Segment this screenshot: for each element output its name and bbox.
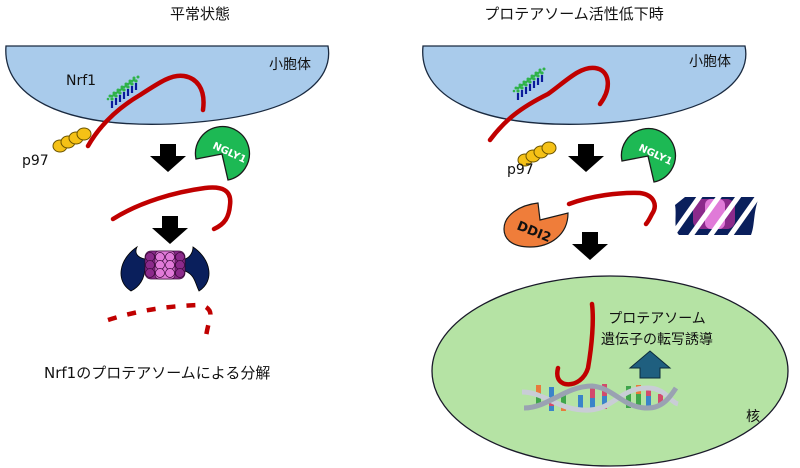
caption-normal: Nrf1のプロテアソームによる分解 [44,364,270,382]
down-arrow-2-right [572,232,608,260]
induction-text-line2: 遺伝子の転写誘導 [601,332,713,348]
nucleus-label: 核 [746,409,760,425]
induction-text-line1: プロテアソーム [608,311,706,327]
down-arrow-1-right [568,144,604,172]
panel-title-normal: 平常状態 [170,5,230,23]
er-compartment-left [5,45,330,125]
ngly1-enzyme-right: NGLY1 [620,127,677,183]
panel-normal: 平常状態 小胞体 Nrf1 p97 NGLY1 [5,5,330,382]
panel-title-inhibited: プロテアソーム活性低下時 [484,5,664,23]
er-compartment-right [422,45,747,125]
nrf1-protein-right [487,65,610,143]
panel-inhibited: プロテアソーム活性低下時 小胞体 p97 NGLY1 DDI2 [422,5,789,467]
nrf1-label: Nrf1 [66,73,96,89]
nrf1-processed-right [566,190,657,227]
nrf1-fragments-left [107,302,213,345]
p97-label-right: p97 [507,162,534,178]
p97-complex-left [52,127,92,153]
p97-label-left: p97 [22,153,49,169]
inhibited-proteasome [668,187,762,245]
up-arrow-induction [628,350,672,379]
nucleus [431,275,789,467]
down-arrow-1-left [150,144,186,172]
dna-helix [521,383,679,413]
nrf1-protein-left [85,73,206,149]
er-label-left: 小胞体 [269,57,311,73]
er-label-right: 小胞体 [689,54,731,70]
ddi2-enzyme: DDI2 [503,202,569,248]
nrf1-deglycosylated-left [110,185,233,232]
down-arrow-2-left [152,216,188,244]
proteasome-left [120,245,210,292]
ngly1-enzyme-left: NGLY1 [194,125,251,181]
nrf1-nuclear-right [555,301,596,387]
